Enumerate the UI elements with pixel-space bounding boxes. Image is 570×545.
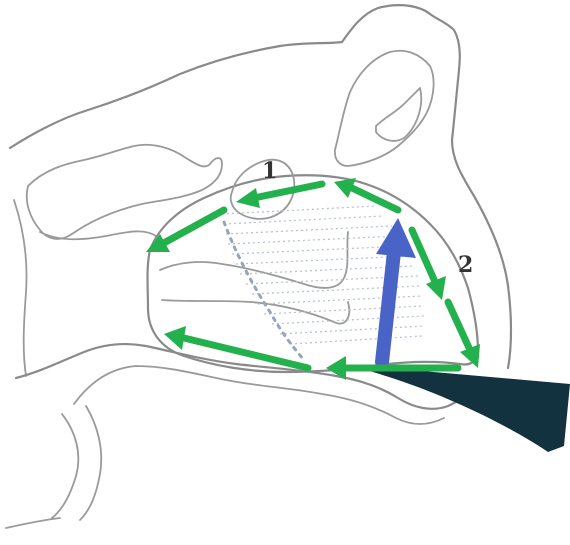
flow-arrow-top-left [146,210,224,252]
region-2-label: 2 [458,252,473,278]
jet-arrow [376,218,416,362]
flow-arrow-bottom-left [164,326,308,368]
flow-arrow-right-lower [448,302,480,368]
flow-arrows [146,178,480,380]
region-1-label: 1 [262,158,277,184]
flow-arrow-right-upper [412,230,446,300]
nozzle-wedge [366,366,570,452]
flow-arrow-top-middle [236,184,322,208]
outer-contour [10,5,511,376]
